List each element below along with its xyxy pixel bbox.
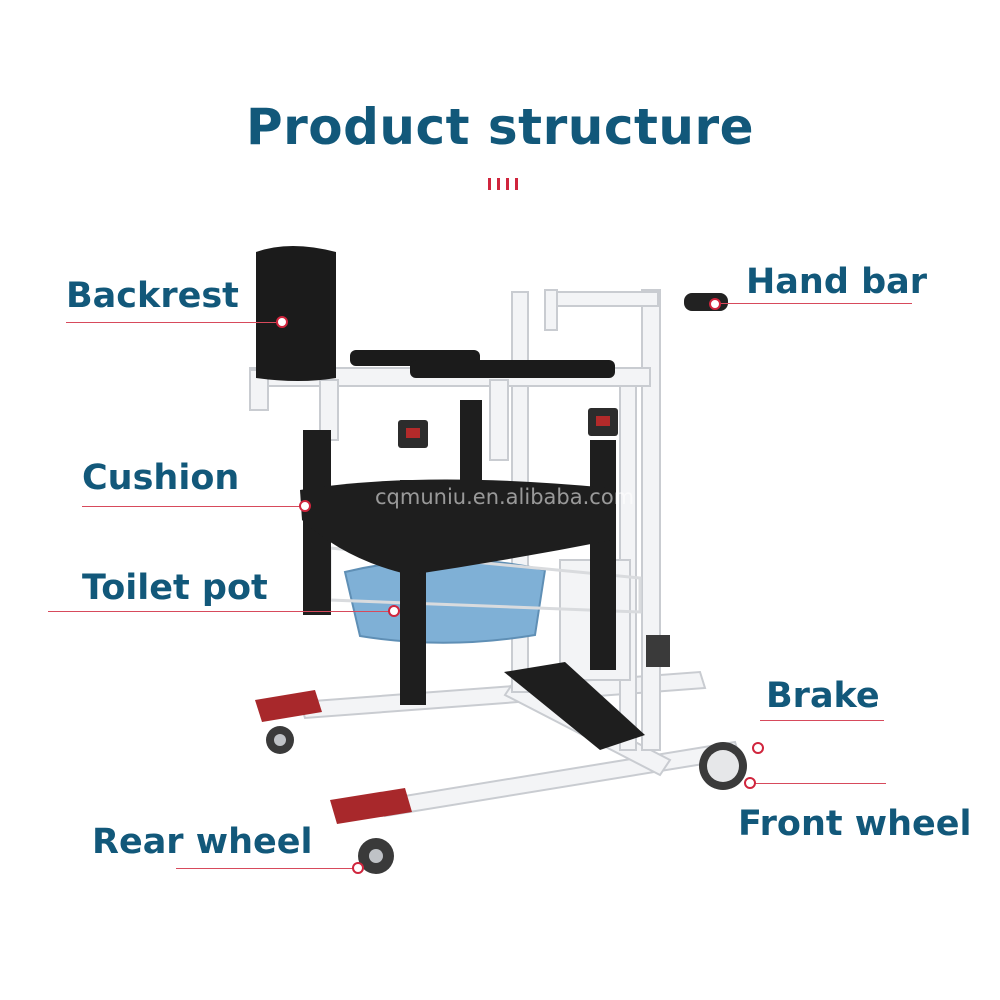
label-brake: Brake <box>766 676 880 716</box>
label-backrest: Backrest <box>66 276 239 316</box>
watermark: cqmuniu.en.alibaba.com <box>375 485 635 509</box>
marker-rear-wheel <box>352 862 364 874</box>
leader-line-cushion <box>82 506 306 507</box>
right-armrest-pad <box>410 360 615 378</box>
leader-line-backrest <box>66 322 282 323</box>
rear-right-pedal <box>330 788 412 824</box>
backrest-pad <box>256 246 336 381</box>
marker-hand-bar <box>709 298 721 310</box>
leader-line-front-wheel <box>752 783 886 784</box>
cushion-sling <box>300 479 612 575</box>
leader-line-toilet-pot <box>48 611 396 612</box>
wheels <box>266 726 747 874</box>
foot-plate <box>504 662 645 750</box>
label-toilet-pot: Toilet pot <box>82 568 268 608</box>
leader-line-brake <box>760 720 884 721</box>
marker-toilet-pot <box>388 605 400 617</box>
label-cushion: Cushion <box>82 458 240 498</box>
actuator-band <box>646 635 670 667</box>
title-accent-marks <box>488 178 528 192</box>
marker-cushion <box>299 500 311 512</box>
page-title: Product structure <box>245 98 755 156</box>
marker-backrest <box>276 316 288 328</box>
marker-front-wheel <box>744 777 756 789</box>
rear-left-pedal <box>255 690 322 722</box>
label-front-wheel: Front wheel <box>738 804 972 844</box>
leader-line-rear-wheel <box>176 868 360 869</box>
label-hand-bar: Hand bar <box>746 262 927 302</box>
leader-line-hand-bar <box>716 303 912 304</box>
label-rear-wheel: Rear wheel <box>92 822 313 862</box>
hand-bar-grip <box>684 293 728 311</box>
marker-brake <box>752 742 764 754</box>
